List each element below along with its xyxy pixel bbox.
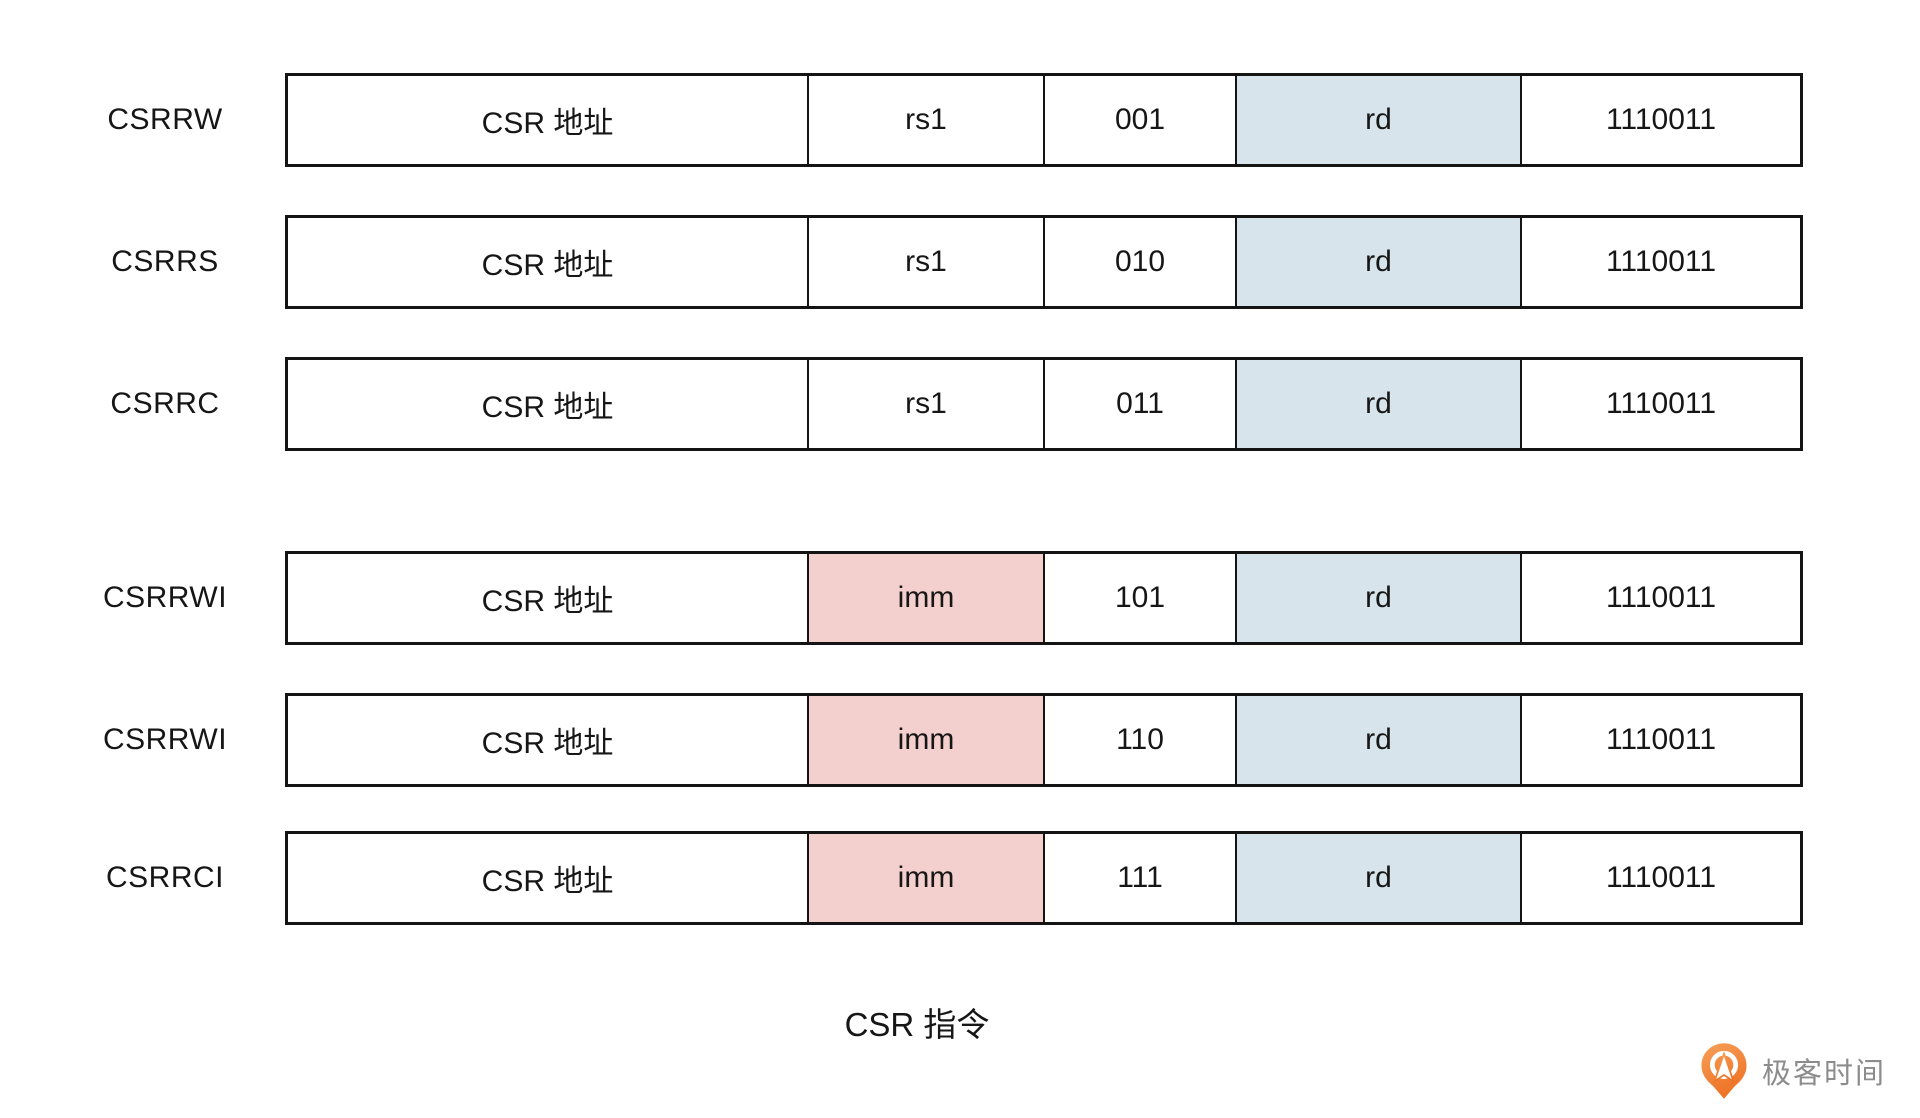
row-label: CSRRC — [110, 387, 220, 420]
field-funct3: 101 — [1043, 554, 1235, 642]
instruction-encoding-box: CSR 地址 rs1 001 rd 1110011 — [285, 73, 1803, 167]
instruction-row: CSRRS CSR 地址 rs1 010 rd 1110011 — [0, 215, 1920, 309]
field-csr-address: CSR 地址 — [481, 727, 614, 760]
diagram-caption: CSR 指令 — [844, 1006, 990, 1043]
instruction-row: CSRRWI CSR 地址 imm 101 rd 1110011 — [0, 551, 1920, 645]
field-rd: rd — [1235, 76, 1520, 164]
field-csr-address: CSR 地址 — [481, 107, 614, 140]
field-opcode: 1110011 — [1520, 76, 1800, 164]
field-funct3: 011 — [1043, 360, 1235, 448]
field-csr-address: CSR 地址 — [481, 865, 614, 898]
row-label: CSRRW — [107, 103, 223, 136]
instruction-encoding-box: CSR 地址 imm 111 rd 1110011 — [285, 831, 1803, 925]
instruction-row: CSRRWI CSR 地址 imm 110 rd 1110011 — [0, 693, 1920, 787]
field-rs1: rs1 — [807, 360, 1043, 448]
instruction-encoding-box: CSR 地址 rs1 010 rd 1110011 — [285, 215, 1803, 309]
field-rs1: rs1 — [807, 218, 1043, 306]
field-rd: rd — [1235, 360, 1520, 448]
row-label: CSRRWI — [102, 581, 228, 614]
field-imm: imm — [807, 834, 1043, 922]
instruction-row: CSRRC CSR 地址 rs1 011 rd 1110011 — [0, 357, 1920, 451]
field-rd: rd — [1235, 696, 1520, 784]
field-funct3: 111 — [1043, 834, 1235, 922]
field-imm: imm — [807, 696, 1043, 784]
field-opcode: 1110011 — [1520, 360, 1800, 448]
field-funct3: 110 — [1043, 696, 1235, 784]
field-csr-address: CSR 地址 — [481, 391, 614, 424]
geektime-logo-icon — [1698, 1041, 1750, 1101]
field-opcode: 1110011 — [1520, 554, 1800, 642]
row-label: CSRRS — [111, 245, 219, 278]
field-opcode: 1110011 — [1520, 218, 1800, 306]
field-rd: rd — [1235, 554, 1520, 642]
instruction-encoding-box: CSR 地址 imm 101 rd 1110011 — [285, 551, 1803, 645]
instruction-encoding-box: CSR 地址 rs1 011 rd 1110011 — [285, 357, 1803, 451]
field-funct3: 001 — [1043, 76, 1235, 164]
field-csr-address: CSR 地址 — [481, 585, 614, 618]
geektime-brand: 极客时间 — [1698, 1040, 1886, 1102]
field-rs1: rs1 — [807, 76, 1043, 164]
field-imm: imm — [807, 554, 1043, 642]
field-rd: rd — [1235, 834, 1520, 922]
row-label: CSRRWI — [102, 723, 228, 756]
brand-text: 极客时间 — [1762, 1058, 1887, 1090]
field-opcode: 1110011 — [1520, 834, 1800, 922]
instruction-row: CSRRW CSR 地址 rs1 001 rd 1110011 — [0, 73, 1920, 167]
field-csr-address: CSR 地址 — [481, 249, 614, 282]
field-funct3: 010 — [1043, 218, 1235, 306]
instruction-row: CSRRCI CSR 地址 imm 111 rd 1110011 — [0, 831, 1920, 925]
field-rd: rd — [1235, 218, 1520, 306]
instruction-encoding-box: CSR 地址 imm 110 rd 1110011 — [285, 693, 1803, 787]
row-label: CSRRCI — [105, 861, 224, 894]
field-opcode: 1110011 — [1520, 696, 1800, 784]
